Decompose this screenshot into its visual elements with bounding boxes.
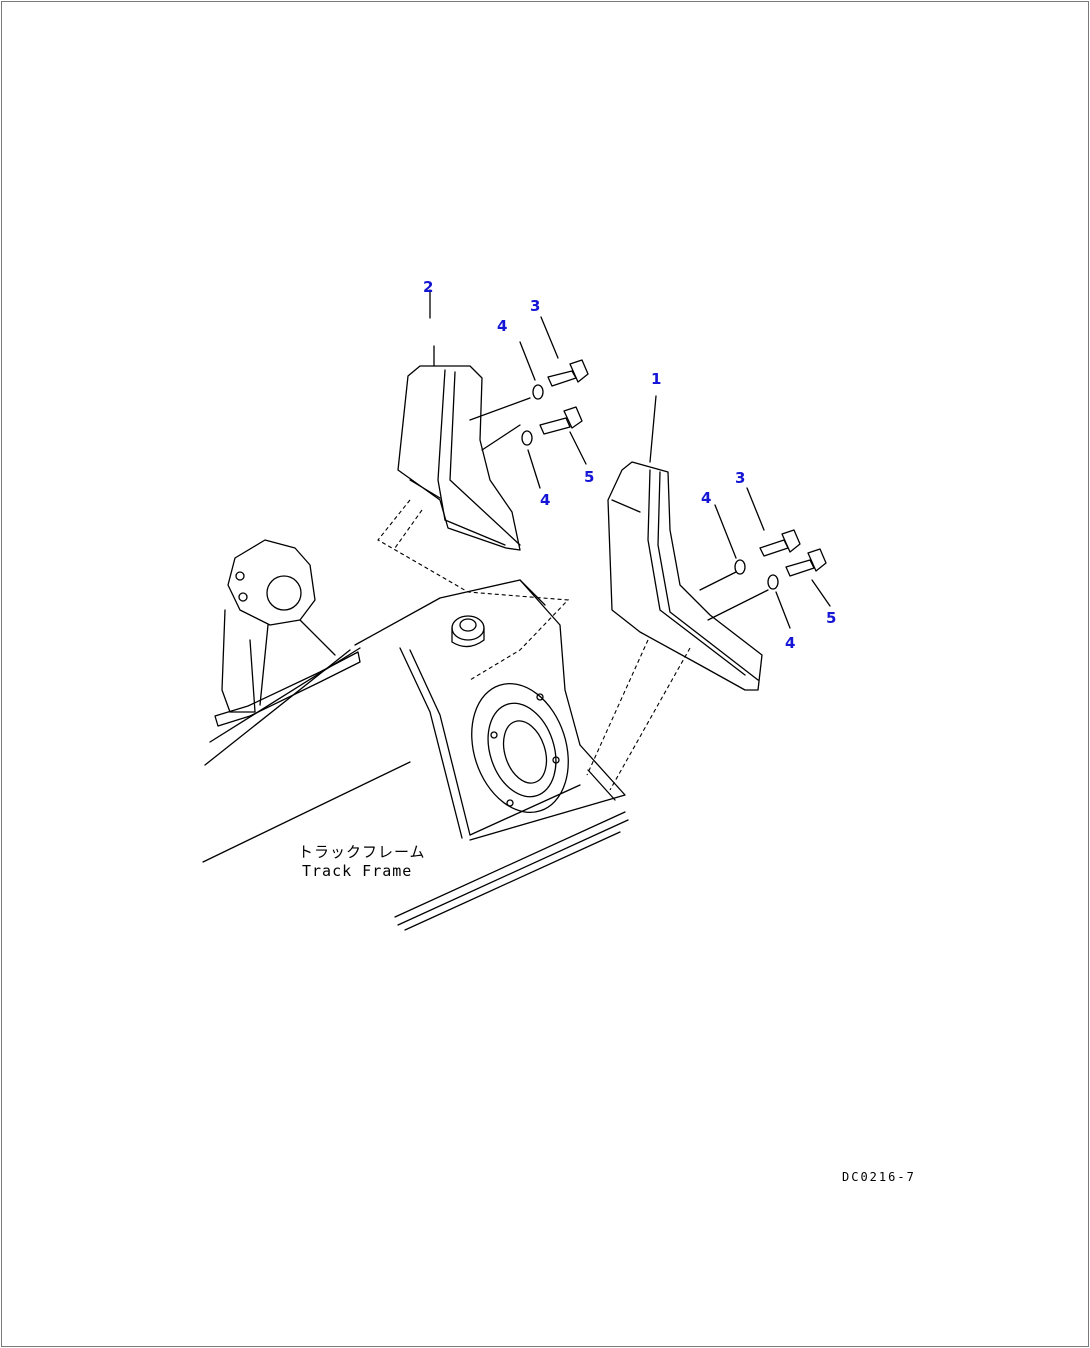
track-frame-label-jp: トラックフレーム (298, 843, 426, 861)
drawing-code: DC0216-7 (842, 1170, 916, 1184)
callout-5-right: 5 (826, 609, 836, 627)
callout-labels: 2 3 4 4 5 1 3 4 4 5 (423, 278, 836, 652)
callout-1: 1 (651, 370, 661, 388)
callout-3-left: 3 (530, 297, 540, 315)
assembly-guides (377, 499, 691, 791)
right-hardware (699, 487, 831, 629)
callout-2: 2 (423, 278, 433, 296)
rear-mount (214, 539, 361, 727)
callout-5-left: 5 (584, 468, 594, 486)
center-flange (399, 579, 581, 839)
callout-4-left-upper: 4 (497, 317, 507, 335)
part-1-cover (607, 395, 763, 691)
callout-4-right-lower: 4 (785, 634, 795, 652)
track-frame-label-en: Track Frame (302, 862, 412, 880)
callout-3-right: 3 (735, 469, 745, 487)
callout-4-right-upper: 4 (701, 489, 711, 507)
part-2-cover (397, 289, 521, 551)
callout-4-left-lower: 4 (540, 491, 550, 509)
left-hardware (469, 316, 589, 489)
